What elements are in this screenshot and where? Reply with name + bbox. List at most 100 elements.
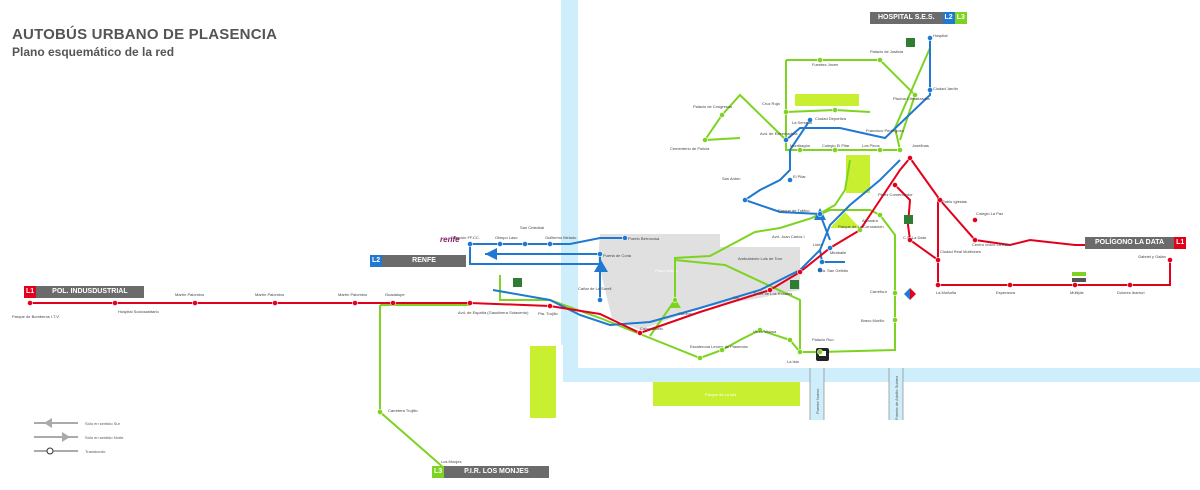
- junction-triangle: [830, 212, 860, 228]
- stop-marker: [892, 182, 898, 188]
- bus-stop: Dolores Ibarruri: [1117, 282, 1145, 295]
- bus-stop: Colegio El Pilar: [822, 143, 850, 153]
- bus-stop: Parque de Bomberos I.T.V.: [12, 300, 60, 319]
- legend-north-label: Sólo en sentido Norte: [85, 435, 124, 440]
- stop-marker: [272, 300, 278, 306]
- stop-label: Pta. Trujillo: [538, 311, 559, 316]
- terminal-monjes: L3 P.I.R. LOS MONJES: [432, 466, 549, 478]
- stop-marker: [935, 257, 941, 263]
- stop-marker: [783, 109, 789, 115]
- stop-marker: [352, 300, 358, 306]
- bus-stop: Miraballe: [819, 250, 847, 265]
- legend: Sólo en sentido Sur Sólo en sentido Nort…: [34, 418, 124, 455]
- stop-label: La Serrana: [792, 120, 813, 125]
- bus-stop: Escalerona Leonor de Plasencia: [690, 344, 748, 361]
- stop-marker: [817, 211, 823, 217]
- stop-marker: [467, 241, 473, 247]
- bus-stop: Hospital Sociosanitario: [112, 300, 159, 314]
- stop-label: Ciudad Deportiva: [815, 116, 847, 121]
- stop-label: Avd. Juan Carlos I: [772, 234, 805, 239]
- bus-stop: El Pilar: [787, 174, 806, 183]
- stop-label: Múltiple: [1070, 290, 1085, 295]
- stop-marker: [817, 267, 823, 273]
- stop-label: Esperanza: [996, 290, 1016, 295]
- stop-marker: [1127, 282, 1133, 288]
- bus-stop: Cañar de La Sorell: [578, 286, 611, 303]
- bus-stop: Estación FF.CC.: [451, 235, 480, 247]
- bus-stop: Múltiple: [1070, 282, 1085, 295]
- bridge-1-label: Puente Nuevo: [815, 388, 820, 414]
- bus-stop: Puerta de Coria: [597, 251, 632, 258]
- stop-marker: [832, 147, 838, 153]
- direction-arrow-icon: [669, 298, 681, 308]
- stop-label: Josefinas: [912, 143, 929, 148]
- bus-stop: Vieco Vidosa: [753, 327, 777, 334]
- stop-label: La Muñaña: [936, 290, 957, 295]
- bus-stop: Guadalupe: [385, 292, 405, 306]
- stop-marker: [767, 287, 773, 293]
- terminal-industrial-label: POL. INDUSDUSTRIAL: [36, 286, 144, 298]
- stop-label: San Cristóbal: [520, 225, 544, 230]
- bus-stop: Ciudad Real Multicines: [935, 249, 981, 263]
- stop-marker: [702, 137, 708, 143]
- terminal-hospital-label: HOSPITAL S.E.S.: [870, 12, 943, 24]
- map-title: AUTOBÚS URBANO DE PLASENCIA: [12, 26, 278, 43]
- bus-stop: Ciudad Deportiva: [815, 107, 847, 121]
- transfer-icon: [46, 447, 54, 455]
- stop-label: Obispo Laso: [495, 235, 518, 240]
- stop-label: Miraballe: [830, 250, 847, 255]
- stop-marker: [972, 237, 978, 243]
- legend-transfer: Transbordo: [34, 447, 106, 455]
- stop-label: Los Pinos: [862, 143, 880, 148]
- stop-label: Martín Palomino: [255, 292, 285, 297]
- stop-label: Ciudad Jardín: [933, 86, 958, 91]
- bus-stop: Palacio de Justicia: [870, 49, 904, 63]
- stop-marker: [497, 241, 503, 247]
- stop-label: Dolores Ibarruri: [1117, 290, 1145, 295]
- stop-marker: [112, 300, 118, 306]
- stop-marker: [927, 35, 933, 41]
- stop-label: Parque de La Coronación: [838, 224, 884, 229]
- bus-stop: Parque de La Coronación: [838, 224, 884, 233]
- renfe-logo: renfe: [440, 235, 460, 244]
- terminal-la-data: POLÍGONO LA DATA L1: [1085, 237, 1187, 249]
- stop-marker: [787, 177, 793, 183]
- bus-stop: Los Pinos: [862, 143, 883, 153]
- bus-stop: Pta. Trujillo: [538, 303, 559, 316]
- stop-marker: [907, 237, 913, 243]
- bus-stop: Montiragón: [790, 143, 810, 153]
- stop-marker: [897, 147, 903, 153]
- stop-marker: [787, 337, 793, 343]
- stop-label: Avd. de España (Gasolinera Sotavento): [458, 310, 529, 315]
- stop-marker: [877, 212, 883, 218]
- stop-marker: [597, 297, 603, 303]
- bus-stop: C.S. La Data: [903, 235, 927, 243]
- bridge-2: [889, 368, 903, 420]
- stop-marker: [892, 317, 898, 323]
- stop-label: Colegio La Paz: [976, 211, 1003, 216]
- bus-stop: Pérez Comendador: [878, 182, 913, 197]
- map-subtitle: Plano esquemático de la red: [12, 45, 175, 59]
- legend-south: Sólo en sentido Sur: [34, 418, 121, 428]
- bus-stop: Bravo Murillo: [861, 317, 898, 323]
- arrow-right-icon: [62, 432, 70, 442]
- stop-marker: [522, 241, 528, 247]
- bus-stop: La Serrana: [792, 117, 813, 125]
- bus-stop: Pza. San Gelbito: [817, 267, 849, 273]
- bus-stop: Palacio de Congresos: [693, 104, 732, 118]
- bus-stop: Martín Palomino: [255, 292, 285, 306]
- line-badge-L2: L2: [370, 255, 383, 267]
- stop-label: Carrefour: [870, 289, 888, 294]
- stop-label: Cruz Roja: [762, 101, 781, 106]
- stop-label: San Antón: [722, 176, 740, 181]
- bus-stop: Ambulatorio Luis de Toro: [738, 256, 783, 293]
- stop-marker: [719, 347, 725, 353]
- stop-marker: [797, 147, 803, 153]
- stop-label: Escalerona Leonor de Plasencia: [690, 344, 748, 349]
- stop-label: Cementerio de Policía: [670, 146, 710, 151]
- stop-label: Avd. de Extremadura: [760, 131, 798, 136]
- bus-stop: Correos: [672, 297, 692, 316]
- stop-label: Puerto Berrocosa: [628, 236, 660, 241]
- stop-marker: [827, 245, 833, 251]
